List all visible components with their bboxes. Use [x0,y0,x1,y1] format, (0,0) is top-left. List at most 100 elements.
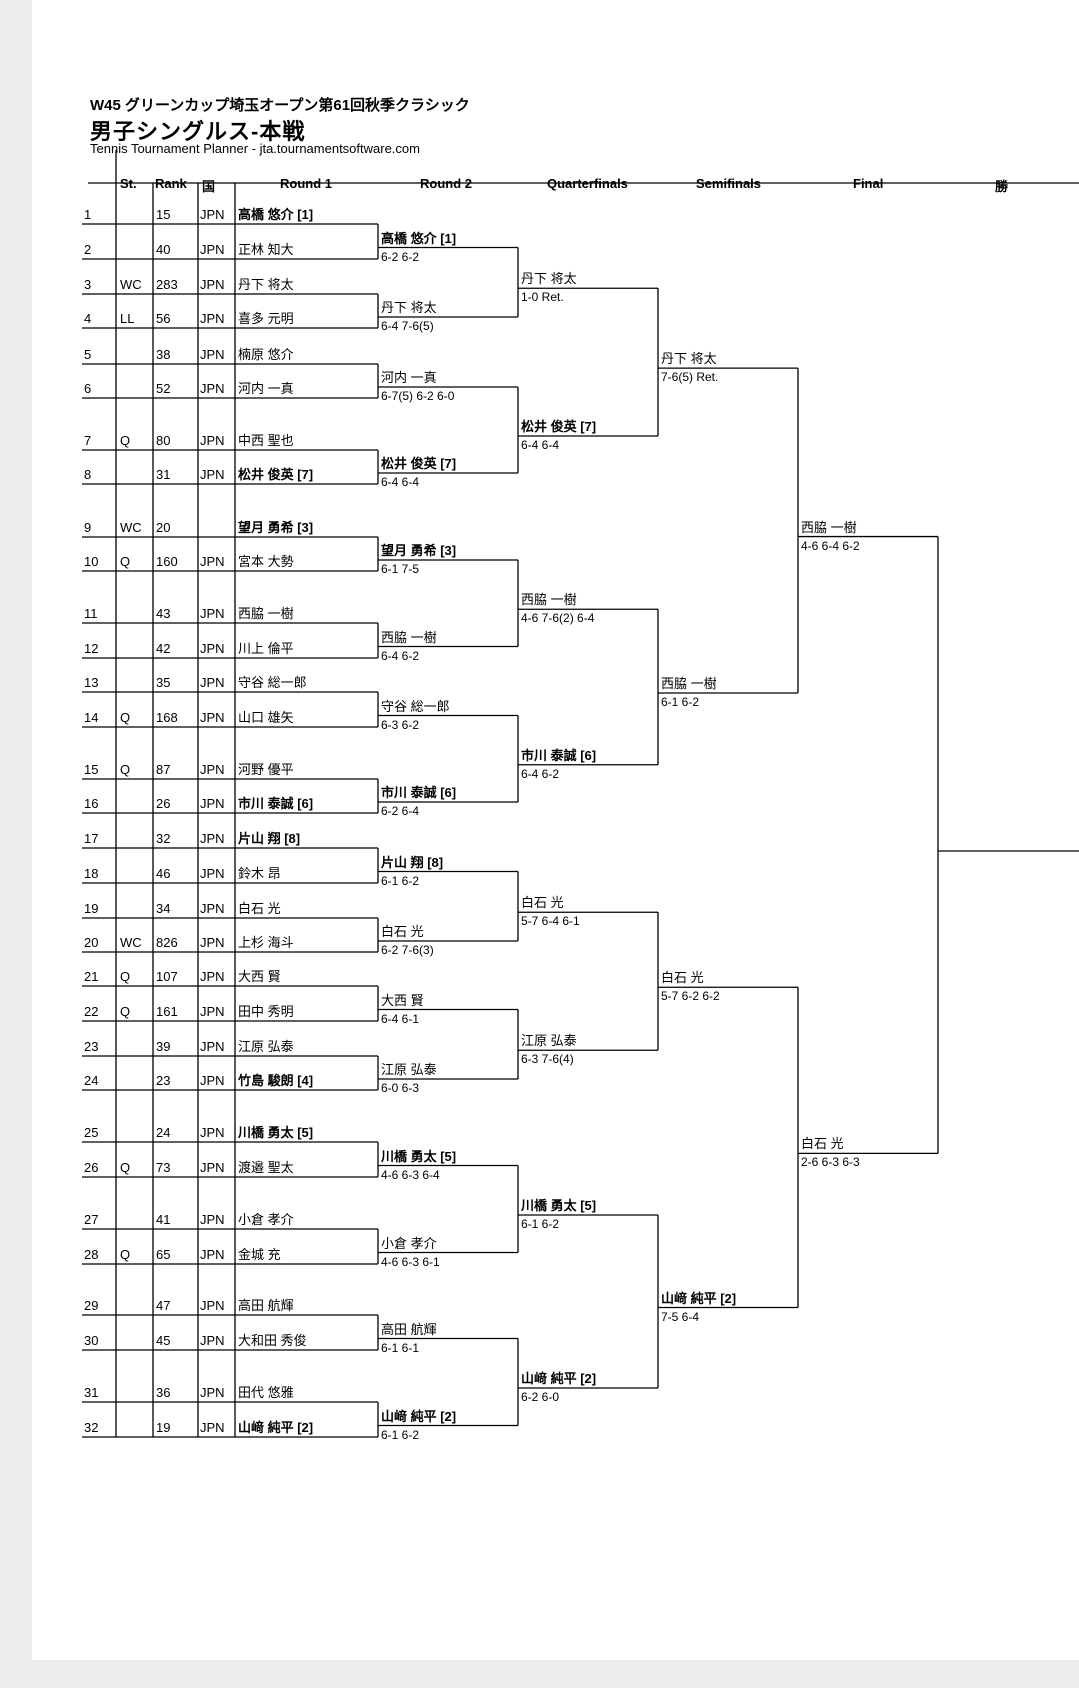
player-name: 中西 聖也 [238,433,294,448]
tournament-name: W45 グリーンカップ埼玉オープン第61回秋季クラシック [90,97,470,114]
player-name: 田代 悠雅 [238,1385,294,1400]
qf-winner-name: 西脇 一樹 [521,592,577,608]
player-name: 渡邉 聖太 [238,1160,294,1175]
player-nation: JPN [200,1333,225,1348]
entry-status: LL [120,311,135,326]
player-rank: 36 [156,1385,171,1400]
qf-winner-name: 白石 光 [521,895,564,911]
entry-status: Q [120,1160,131,1175]
final-score: 2-6 6-3 6-3 [801,1155,860,1170]
sf-score: 6-1 6-2 [661,695,700,709]
qf-winner-name: 市川 泰誠 [6] [521,747,597,763]
round2-score: 6-2 6-2 [381,249,420,264]
player-name: 高田 航輝 [238,1298,294,1313]
player-rank: 107 [156,969,178,984]
player-nation: JPN [200,1039,225,1054]
player-rank: 35 [156,675,171,690]
player-rank: 80 [156,433,171,448]
player-rank: 46 [156,866,171,881]
draw-position: 22 [84,1004,99,1019]
sf-score: 7-6(5) Ret. [661,370,719,385]
sf-score: 5-7 6-2 6-2 [661,989,720,1004]
entry-status: WC [120,277,142,292]
player-name: 川橋 勇太 [5] [238,1125,314,1140]
player-nation: JPN [200,242,225,257]
player-name: 上杉 海斗 [238,935,294,950]
round2-winner-name: 市川 泰誠 [6] [381,785,457,800]
player-nation: JPN [200,1385,225,1400]
player-nation: JPN [200,1073,225,1088]
round2-score: 6-4 6-1 [381,1011,420,1026]
round2-score: 6-4 7-6(5) [381,319,434,333]
player-rank: 40 [156,242,171,257]
round2-winner-name: 松井 俊英 [7] [381,456,457,471]
player-name: 望月 勇希 [3] [238,520,314,535]
draw-position: 25 [84,1125,99,1140]
round2-score: 6-1 7-5 [381,562,420,576]
draw-position: 5 [84,347,92,362]
round2-winner-name: 高橋 悠介 [1] [381,230,457,246]
draw-position: 15 [84,762,99,777]
qf-score: 6-2 6-0 [521,1390,560,1404]
player-nation: JPN [200,762,225,777]
round2-winner-name: 西脇 一樹 [381,629,437,645]
player-name: 大和田 秀俊 [238,1333,307,1348]
qf-winner-name: 松井 俊英 [7] [521,419,597,434]
draw-position: 3 [84,277,92,292]
round2-score: 6-0 6-3 [381,1081,420,1095]
player-nation: JPN [200,831,225,846]
player-rank: 34 [156,901,171,916]
draw-position: 1 [84,207,92,222]
draw-position: 20 [84,935,99,950]
round2-winner-name: 片山 翔 [8] [381,854,444,870]
player-rank: 20 [156,520,171,535]
round2-winner-name: 望月 勇希 [3] [381,543,457,558]
draw-position: 14 [84,710,99,725]
sf-winner-name: 山﨑 純平 [2] [661,1290,737,1306]
qf-score: 5-7 6-4 6-1 [521,914,580,929]
round2-winner-name: 山﨑 純平 [2] [381,1408,457,1424]
player-nation: JPN [200,901,225,916]
round2-score: 6-2 6-4 [381,804,420,818]
entry-status: Q [120,554,131,569]
player-rank: 160 [156,554,178,569]
entry-status: Q [120,1004,131,1019]
round2-score: 6-2 7-6(3) [381,943,434,957]
player-nation: JPN [200,1160,225,1175]
player-nation: JPN [200,796,225,811]
sf-winner-name: 丹下 将太 [661,351,717,367]
draw-position: 12 [84,641,99,656]
player-rank: 19 [156,1420,171,1435]
player-name: 大西 賢 [238,969,281,984]
player-name: 守谷 総一郎 [238,675,307,690]
player-name: 白石 光 [238,901,281,916]
round2-score: 6-1 6-2 [381,1427,420,1442]
qf-winner-name: 江原 弘泰 [521,1033,577,1049]
player-nation: JPN [200,1004,225,1019]
player-rank: 87 [156,762,171,777]
player-name: 山﨑 純平 [2] [238,1420,314,1435]
round2-winner-name: 小倉 孝介 [381,1235,437,1251]
draw-position: 27 [84,1212,99,1227]
player-rank: 24 [156,1125,171,1140]
player-name: 田中 秀明 [238,1004,294,1019]
player-rank: 168 [156,710,178,725]
draw-position: 32 [84,1420,99,1435]
player-name: 竹島 駿朗 [4] [238,1073,314,1088]
round2-winner-name: 河内 一真 [381,370,437,385]
round2-score: 4-6 6-3 6-4 [381,1167,440,1182]
bracket-lines [82,150,1079,1438]
draw-position: 10 [84,554,99,569]
draw-position: 26 [84,1160,99,1175]
player-rank: 161 [156,1004,178,1019]
player-rank: 15 [156,207,171,222]
sf-score: 7-5 6-4 [661,1309,700,1324]
sf-winner-name: 白石 光 [661,970,704,986]
player-rank: 56 [156,311,171,326]
player-nation: JPN [200,675,225,690]
qf-winner-name: 丹下 将太 [521,271,577,287]
player-name: 片山 翔 [8] [238,831,301,846]
player-rank: 52 [156,381,171,396]
round2-winner-name: 大西 賢 [381,992,424,1008]
qf-score: 6-1 6-2 [521,1217,560,1231]
